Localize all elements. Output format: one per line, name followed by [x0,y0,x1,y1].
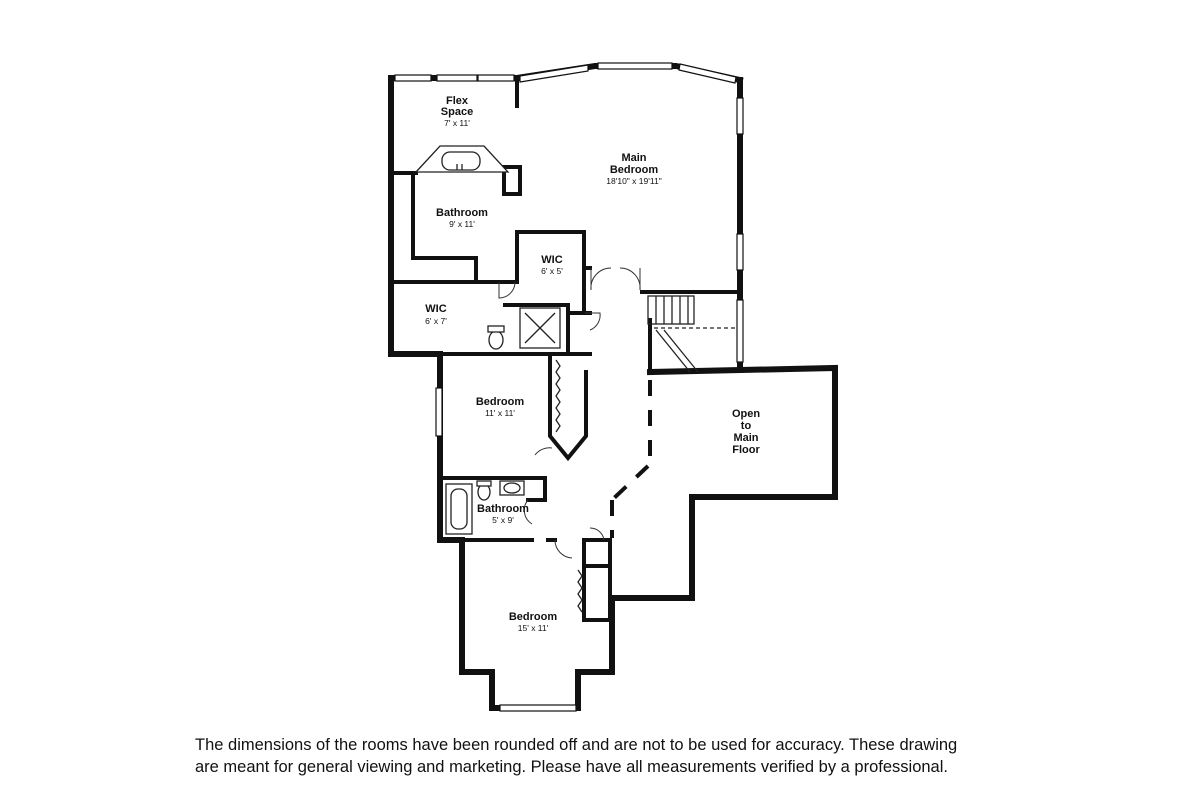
interior-walls [389,80,742,622]
room-label-main-bedroom: Main Bedroom 18'10" x 19'11" [606,152,661,186]
room-dimension: 15' x 11' [518,623,549,633]
room-label-bedroom-2: Bedroom 11' x 11' [476,396,525,418]
room-label-wic-2: WIC 6' x 7' [425,303,447,326]
room-dimension: 7' x 11' [444,118,470,128]
room-name-line: Open [732,408,760,420]
room-name-line: Bathroom [436,207,488,219]
windows [394,62,744,712]
room-name-line: Main [733,432,758,444]
room-label-flex-space: Flex Space 7' x 11' [441,95,473,128]
room-label-open-to-main-floor: Open to Main Floor [732,408,761,456]
fixtures [414,145,561,535]
disclaimer-line-2: are meant for general viewing and market… [195,758,948,776]
room-name-line: Flex [446,95,469,107]
room-dimension: 6' x 5' [541,266,563,276]
room-label-bedroom-3: Bedroom 15' x 11' [509,611,558,633]
room-name-line: Bedroom [610,164,659,176]
doors [498,267,641,559]
room-dimension: 5' x 9' [492,515,514,525]
room-dimension: 11' x 11' [485,408,515,418]
room-name-line: Main [621,152,646,164]
room-name-line: WIC [425,303,446,315]
room-name-line: Bedroom [509,611,558,623]
room-name-line: Bedroom [476,396,525,408]
stairs [647,295,738,373]
disclaimer-line-1: The dimensions of the rooms have been ro… [195,736,958,754]
closet-doors [555,359,583,613]
room-label-bathroom-2: Bathroom 5' x 9' [477,503,529,525]
room-name-line: Space [441,106,473,118]
room-name-line: to [741,420,752,432]
floor-plan: Flex Space 7' x 11' Main Bedroom 18'10" … [388,62,838,712]
room-name-line: Bathroom [477,503,529,515]
room-dimension: 18'10" x 19'11" [606,176,661,186]
room-label-main-bathroom: Bathroom 9' x 11' [436,207,488,229]
open-edges [610,380,652,538]
room-dimension: 9' x 11' [449,219,475,229]
room-dimension: 6' x 7' [425,316,447,326]
room-name-line: Floor [732,444,760,456]
disclaimer: The dimensions of the rooms have been ro… [195,734,1055,778]
room-label-wic-1: WIC 6' x 5' [541,254,563,276]
room-name-line: WIC [541,254,562,266]
